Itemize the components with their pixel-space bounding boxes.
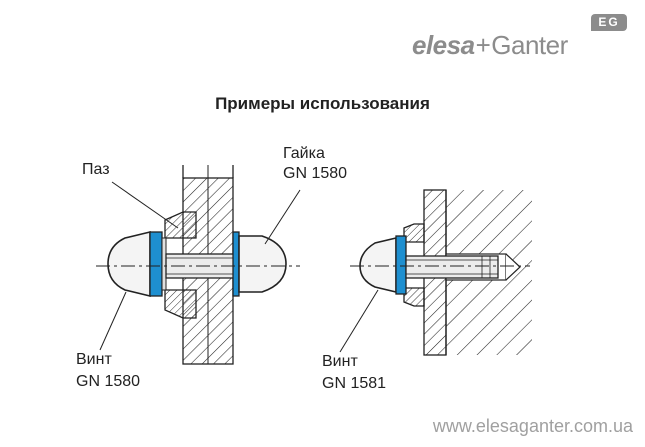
left-screw-blue-ring: [149, 231, 163, 297]
right-screw-head: [359, 236, 397, 294]
logo-badge: EG: [591, 14, 627, 31]
leader-screw-left: [99, 291, 127, 351]
right-assembly: [339, 189, 532, 356]
logo-part-ganter: Ganter: [491, 30, 568, 60]
right-screw-shank: [405, 255, 499, 279]
right-washer-bottom: [403, 287, 425, 307]
leader-nut: [264, 189, 301, 245]
elesa-ganter-logo: EG elesa+Ganter: [412, 14, 634, 61]
right-washer-top: [403, 223, 425, 243]
logo-part-elesa: elesa: [412, 30, 475, 60]
footer-website-link[interactable]: www.elesaganter.com.ua: [432, 416, 633, 436]
label-screw-right-name: Винт: [322, 353, 358, 370]
groove-washer-bottom: [164, 289, 197, 319]
label-screw-right-code: GN 1581: [322, 375, 387, 392]
right-screw-blue-ring: [395, 235, 407, 295]
label-groove: Паз: [82, 161, 110, 178]
left-assembly: [96, 165, 301, 365]
label-nut-name: Гайка: [283, 145, 325, 162]
page-title: Примеры использования: [215, 94, 430, 113]
logo-plus: +: [475, 30, 491, 60]
logo-wordmark: elesa+Ganter: [412, 30, 568, 61]
leader-groove: [111, 181, 179, 229]
label-screw-left-code: GN 1580: [76, 373, 141, 390]
nut-body: [238, 235, 287, 293]
label-nut-code: GN 1580: [283, 165, 348, 182]
groove-washer-top: [164, 211, 197, 239]
label-screw-left-name: Винт: [76, 351, 112, 368]
nut-washer: [232, 231, 240, 297]
left-screw-head: [107, 230, 151, 298]
leader-screw-right: [339, 289, 379, 353]
